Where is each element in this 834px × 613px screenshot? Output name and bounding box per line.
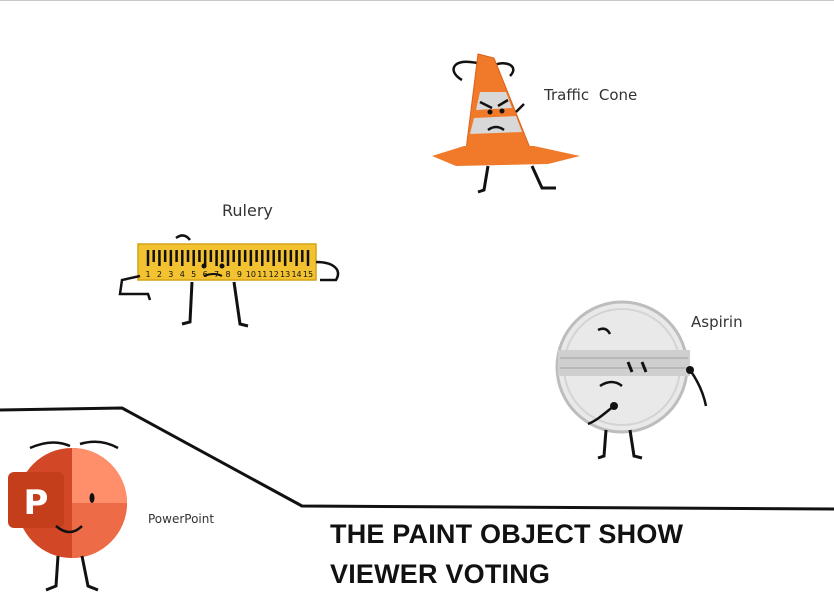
- aspirin-arm: [688, 369, 708, 407]
- rulery-eye: [219, 263, 225, 269]
- cone-leg: [530, 165, 556, 190]
- cone-leg: [477, 165, 490, 194]
- ruler-marks: [146, 250, 310, 266]
- ruler-number: 6: [203, 270, 208, 279]
- ruler-number: 5: [191, 270, 196, 279]
- powerpoint-leg: [45, 555, 60, 592]
- rulery-label: Rulery: [222, 201, 273, 220]
- cone-stripe: [470, 116, 522, 134]
- aspirin-eye: [626, 361, 648, 373]
- rulery-eye: [201, 263, 207, 269]
- aspirin-leg: [597, 429, 608, 460]
- aspirin-mouth: [599, 380, 623, 388]
- aspirin-hair: [597, 327, 612, 335]
- aspirin-character: [555, 300, 708, 460]
- cone-arm: [515, 103, 525, 113]
- powerpoint-hair: [29, 440, 119, 450]
- ruler-number: 12: [269, 270, 279, 279]
- aspirin-band: [558, 350, 690, 376]
- traffic-cone-label-word: Cone: [598, 86, 638, 104]
- rulery-leg: [232, 281, 249, 328]
- powerpoint-logo-tile: [8, 472, 64, 528]
- ruler-number: 14: [291, 270, 301, 279]
- traffic-cone-character: [432, 53, 580, 194]
- aspirin-hand: [610, 402, 618, 410]
- ruler-number: 10: [246, 270, 256, 279]
- powerpoint-eye: [89, 493, 95, 503]
- powerpoint-leg: [80, 555, 99, 592]
- ruler-number: 11: [257, 270, 267, 279]
- cone-brow: [479, 98, 509, 110]
- powerpoint-logo-letter: P: [24, 483, 49, 523]
- rulery-arm: [315, 260, 340, 282]
- ruler-number: 1: [145, 270, 150, 279]
- show-title: THE PAINT OBJECT SHOW VIEWER VOTING: [330, 514, 683, 594]
- ruler-number: 3: [168, 270, 173, 279]
- show-title-line2: VIEWER VOTING: [330, 559, 551, 589]
- rulery-hair: [175, 234, 191, 241]
- ruler-number: 2: [157, 270, 162, 279]
- rulery-leg: [181, 281, 194, 326]
- show-title-line1: THE PAINT OBJECT SHOW: [330, 519, 684, 549]
- powerpoint-mouth: [55, 525, 83, 534]
- cone-eye: [499, 108, 505, 114]
- ruler-number: 8: [225, 270, 230, 279]
- aspirin-band-line: [560, 357, 688, 369]
- top-border: [0, 0, 834, 1]
- rulery-mouth: [203, 273, 223, 277]
- cone-eye: [487, 109, 493, 115]
- powerpoint-body-shade: [72, 503, 127, 558]
- ruler-number: 13: [280, 270, 290, 279]
- ruler-number: 4: [180, 270, 185, 279]
- cone-mouth: [487, 125, 505, 132]
- ruler-number: 9: [237, 270, 242, 279]
- cone-base: [432, 146, 580, 166]
- powerpoint-character: P: [8, 440, 127, 592]
- rulery-arm: [118, 274, 152, 301]
- powerpoint-body-shade: [72, 448, 127, 503]
- aspirin-label: Aspirin: [691, 313, 743, 331]
- ruler-number: 15: [303, 270, 313, 279]
- stage-floor-line: [0, 406, 834, 511]
- powerpoint-label: PowerPoint: [148, 512, 215, 526]
- aspirin-leg: [628, 429, 643, 460]
- traffic-cone-label: Traffic Cone: [544, 86, 637, 104]
- traffic-cone-label-word: Traffic: [544, 86, 590, 104]
